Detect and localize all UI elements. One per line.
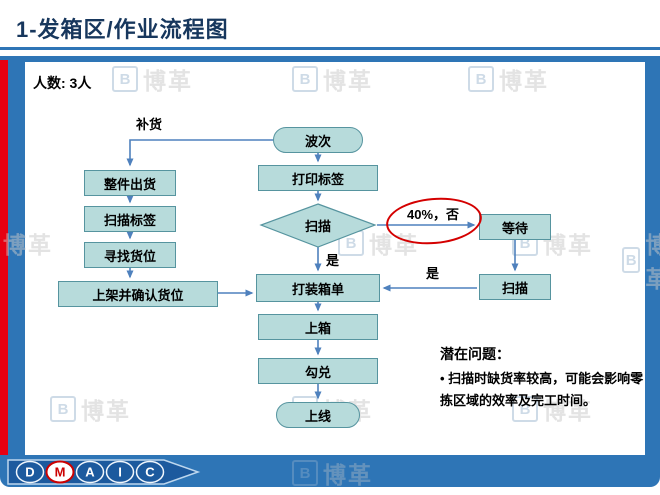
flow-node-wait: 等待: [479, 214, 551, 240]
dmaic-letter-c: C: [145, 465, 155, 480]
label-40-percent-no: 40%，否: [406, 207, 460, 222]
dmaic-letter-a: A: [85, 465, 95, 480]
flow-node-scan-2: 扫描: [479, 274, 551, 300]
dmaic-ellipse-c: [135, 460, 165, 484]
flow-node-scan-label: 扫描标签: [84, 206, 176, 232]
dmaic-ellipse-d: [15, 460, 45, 484]
flow-node-online: 上线: [276, 402, 360, 428]
flow-node-box-up: 上箱: [258, 314, 378, 340]
flow-node-packing-list: 打装箱单: [256, 274, 380, 302]
red-accent-strip: [0, 60, 8, 455]
dmaic-arrow: D M A I C: [7, 459, 201, 485]
flow-node-print-label: 打印标签: [258, 165, 378, 191]
flow-node-scan-decision: 扫描: [304, 218, 331, 234]
people-count: 人数: 3人: [33, 75, 92, 91]
potential-issues-block: 潜在问题： • 扫描时缺货率较高，可能会影响零拣区域的效率及完工时间。: [440, 344, 648, 412]
dmaic-ellipse-m: [45, 460, 75, 484]
header-divider: [0, 47, 660, 50]
flow-node-wave: 波次: [273, 127, 363, 153]
potential-issues-bullet: • 扫描时缺货率较高，可能会影响零拣区域的效率及完工时间。: [440, 371, 644, 408]
label-replenish: 补货: [136, 117, 163, 132]
dmaic-letter-d: D: [25, 465, 34, 480]
flow-node-find-slot: 寻找货位: [84, 242, 176, 268]
flow-node-shelf-confirm: 上架并确认货位: [58, 281, 218, 307]
label-yes-left: 是: [426, 266, 440, 281]
label-yes-down: 是: [326, 253, 340, 268]
page-title: 1-发箱区/作业流程图: [16, 17, 229, 42]
dmaic-letter-i: I: [118, 465, 122, 480]
potential-issues-title: 潜在问题：: [440, 346, 510, 362]
dmaic-ellipse-a: [75, 460, 105, 484]
flow-node-blend: 勾兑: [258, 358, 378, 384]
flow-node-whole-shipment: 整件出货: [84, 170, 176, 196]
dmaic-letter-m: M: [55, 465, 66, 480]
dmaic-ellipse-i: [105, 460, 135, 484]
